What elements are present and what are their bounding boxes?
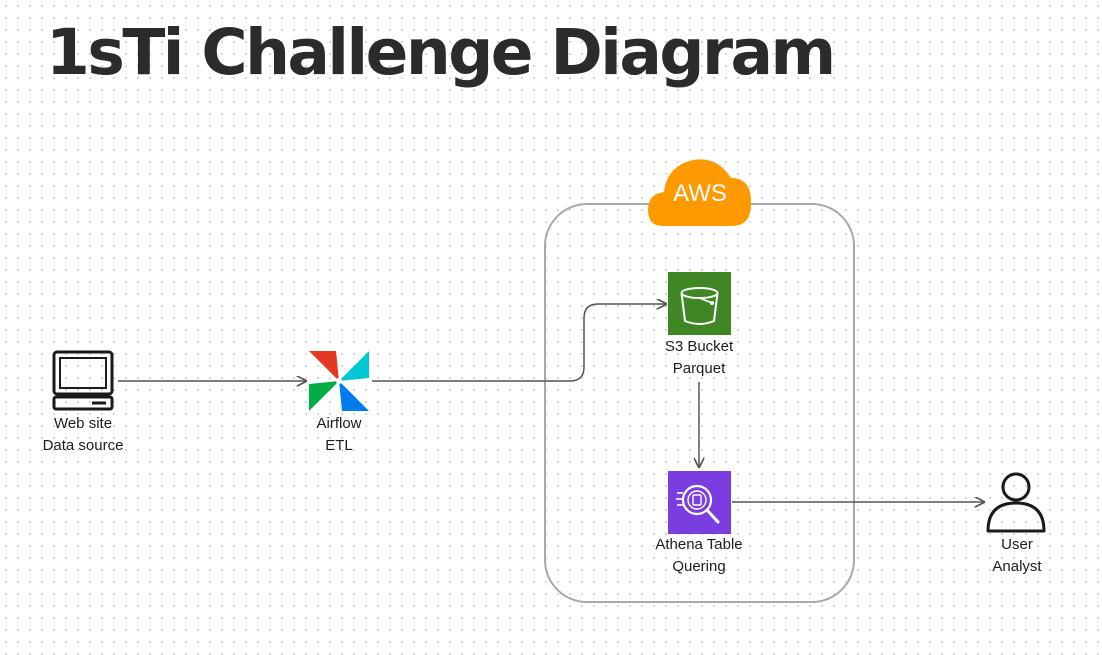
user-title: User — [1001, 536, 1033, 553]
edge-airflow-to-s3 — [372, 304, 666, 382]
s3-bucket-icon — [668, 272, 731, 335]
athena-subtitle: Quering — [672, 558, 726, 575]
aws-cloud-label: AWS — [673, 180, 727, 207]
node-label-s3: S3 Bucket Parquet — [665, 336, 733, 380]
page-title: 1sTi Challenge Diagram — [46, 16, 836, 89]
athena-title: Athena Table — [655, 536, 743, 553]
cloud-icon — [648, 159, 752, 226]
node-label-airflow: Airflow ETL — [316, 413, 361, 457]
user-icon — [986, 472, 1046, 533]
s3-title: S3 Bucket — [664, 338, 734, 355]
airflow-pinwheel-icon — [309, 351, 369, 411]
web-site-title: Web site — [53, 415, 113, 432]
web-site-subtitle: Data source — [42, 437, 124, 454]
athena-icon — [668, 471, 731, 534]
user-subtitle: Analyst — [992, 558, 1042, 575]
node-label-user: User Analyst — [992, 534, 1041, 578]
node-label-web-site: Web site Data source — [43, 413, 124, 457]
monitor-icon — [52, 350, 114, 411]
airflow-title: Airflow — [316, 415, 362, 432]
node-label-athena: Athena Table Quering — [655, 534, 742, 578]
s3-subtitle: Parquet — [672, 360, 726, 377]
airflow-subtitle: ETL — [325, 437, 353, 454]
